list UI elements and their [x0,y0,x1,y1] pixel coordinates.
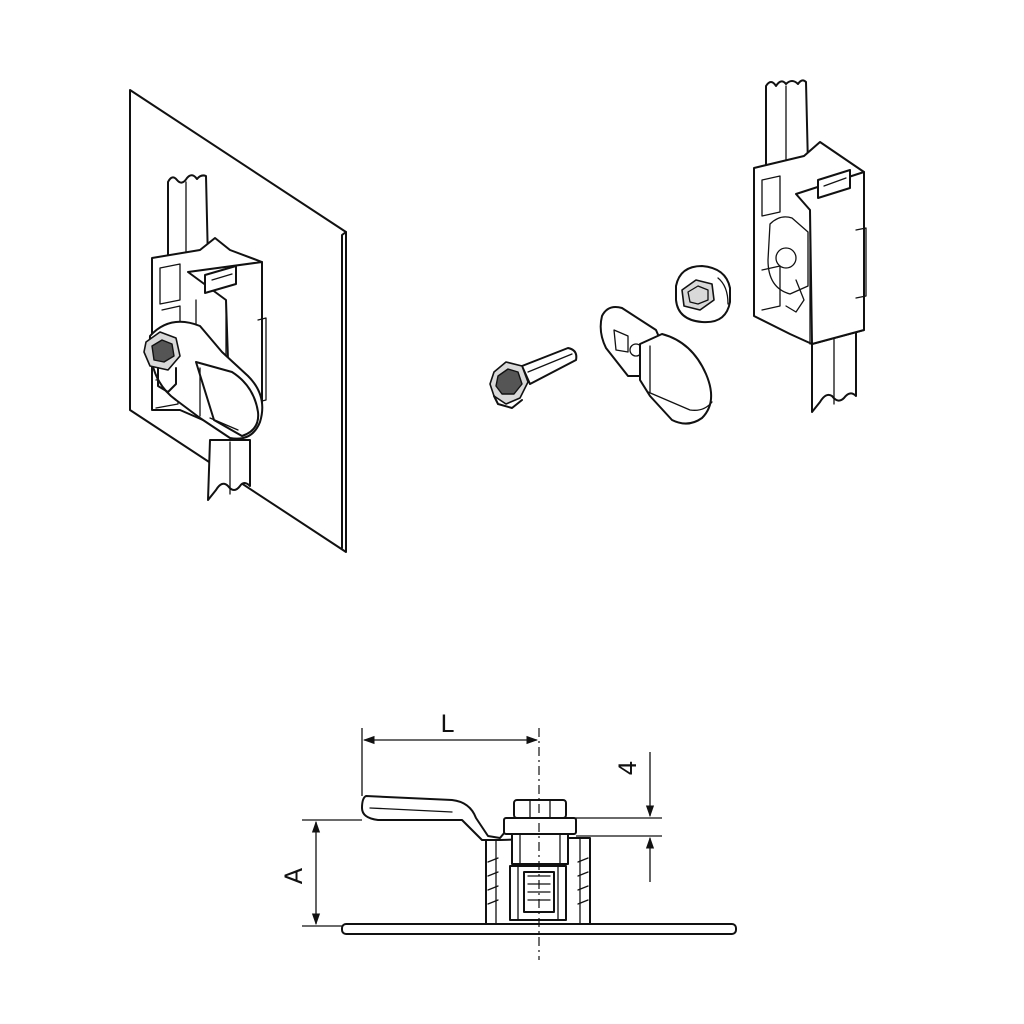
assembled-view [129,89,347,553]
exploded-view [489,79,867,425]
rail-bar [167,174,251,501]
dimension-L: L [361,710,539,796]
dimension-label-A: A [280,867,308,884]
exploded-bushing [675,265,731,324]
exploded-bolt [489,347,578,409]
dimension-A: A [280,819,362,927]
side-bolt-icon [503,799,577,865]
dimension-label-L: L [440,710,454,738]
panel-plate [129,89,347,553]
side-view: L A 4 [280,710,737,960]
hex-bolt-icon [143,331,181,393]
exploded-cam-lever [599,306,713,425]
exploded-rail-housing [753,79,867,413]
dimension-label-4: 4 [614,760,642,775]
dimension-4: 4 [570,752,662,882]
